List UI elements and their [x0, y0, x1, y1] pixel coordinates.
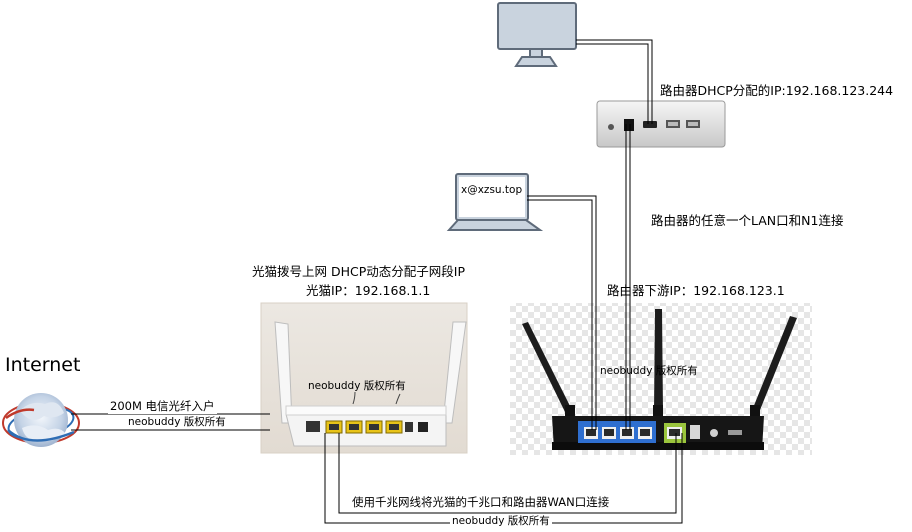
globe-icon — [2, 393, 80, 447]
gigabit-wan-label: 使用千兆网线将光猫的千兆口和路由器WAN口连接 — [350, 495, 612, 510]
laptop-email-label: x@xzsu.top — [461, 184, 523, 196]
lan-to-n1-label: 路由器的任意一个LAN口和N1连接 — [649, 213, 846, 229]
internet-label: Internet — [5, 354, 81, 376]
laptop-icon — [446, 173, 544, 231]
copyright-router-label: neobuddy 版权所有 — [600, 365, 698, 377]
fiber-in-label: 200M 电信光纤入户 — [108, 399, 217, 414]
router-dhcp-ip-label: 路由器DHCP分配的IP:192.168.123.244 — [658, 83, 896, 99]
modem-ip-label: 光猫IP：192.168.1.1 — [306, 283, 431, 298]
cable-monitor-n1 — [576, 39, 653, 124]
modem-photo — [260, 302, 468, 454]
copyright-left-label: neobuddy 版权所有 — [126, 416, 228, 429]
router-photo — [510, 303, 812, 455]
cable-internet-modem — [71, 413, 270, 431]
n1-box-icon — [596, 100, 726, 148]
monitor-icon — [497, 2, 577, 67]
copyright-bottom-label: neobuddy 版权所有 — [450, 515, 552, 528]
cable-laptop-router — [527, 195, 597, 430]
cable-n1-router — [625, 124, 631, 430]
router-downstream-ip-label: 路由器下游IP：192.168.123.1 — [607, 283, 785, 298]
modem-dialup-label: 光猫拨号上网 DHCP动态分配子网段IP — [252, 264, 465, 279]
copyright-modem-label: neobuddy 版权所有 — [308, 380, 406, 392]
